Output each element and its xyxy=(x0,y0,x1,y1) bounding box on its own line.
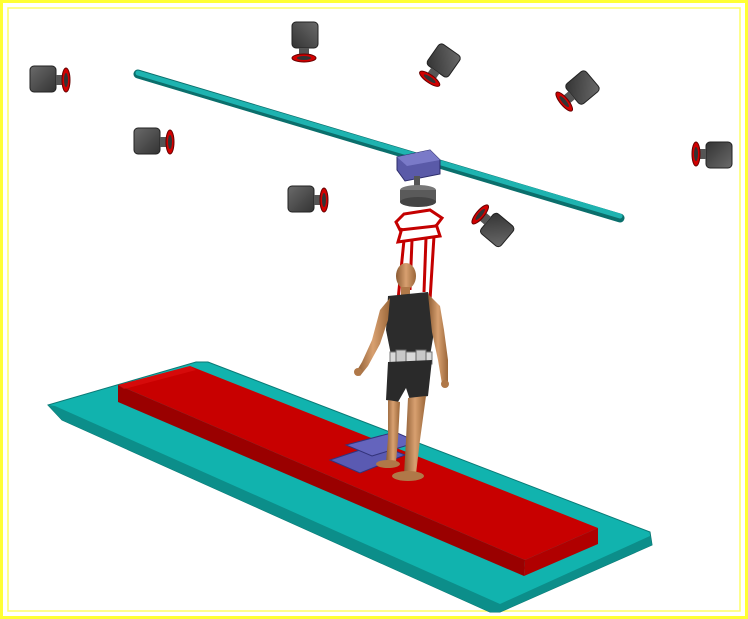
load-cell xyxy=(400,185,436,207)
camera-1 xyxy=(30,66,70,92)
camera-3 xyxy=(292,22,318,62)
motion-capture-camera-icon xyxy=(468,203,515,249)
camera-6 xyxy=(692,142,732,168)
motion-capture-camera-icon xyxy=(553,69,600,115)
camera-8 xyxy=(468,203,515,249)
motion-capture-camera-icon xyxy=(692,142,732,168)
overhead-rail xyxy=(138,73,620,218)
camera-4 xyxy=(418,42,462,90)
rail-carriage xyxy=(397,150,440,188)
camera-7 xyxy=(288,186,328,212)
motion-capture-camera-icon xyxy=(134,128,174,154)
motion-capture-camera-icon xyxy=(418,42,462,90)
motion-capture-camera-icon xyxy=(292,22,318,62)
camera-2 xyxy=(134,128,174,154)
motion-capture-camera-icon xyxy=(30,66,70,92)
camera-5 xyxy=(553,69,600,115)
motion-capture-camera-icon xyxy=(288,186,328,212)
